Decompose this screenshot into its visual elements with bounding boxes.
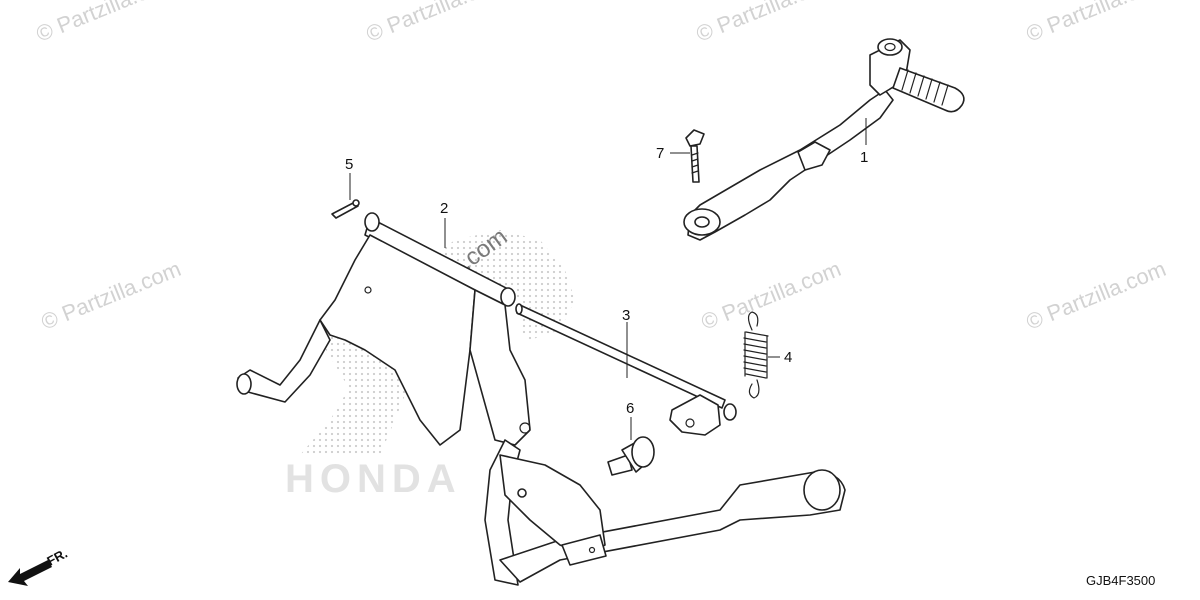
rubber-stopper xyxy=(607,436,655,476)
watermark: © Partzilla.com xyxy=(698,256,845,335)
bolt xyxy=(685,129,705,183)
main-stand xyxy=(236,212,846,586)
watermark: © Partzilla.com xyxy=(363,0,510,47)
callout-4: 4 xyxy=(784,349,792,366)
front-arrow-icon xyxy=(8,560,52,586)
callout-1: 1 xyxy=(860,149,868,166)
watermark: © Partzilla.com xyxy=(1023,0,1170,47)
stand-spring xyxy=(743,311,769,399)
callout-3: 3 xyxy=(622,307,630,324)
callout-6: 6 xyxy=(626,400,634,417)
cotter-pin xyxy=(331,199,360,219)
callout-2: 2 xyxy=(440,200,448,217)
watermark: © Partzilla.com xyxy=(693,0,840,47)
callout-5: 5 xyxy=(345,156,353,173)
honda-logo-text: HONDA xyxy=(285,457,462,501)
callout-7: 7 xyxy=(656,145,664,162)
svg-text:HONDA: HONDA xyxy=(285,457,462,501)
watermark: © Partzilla.com xyxy=(38,256,185,335)
diagram-code: GJB4F3500 xyxy=(1086,573,1155,588)
watermark: © Partzilla.com xyxy=(1023,256,1170,335)
front-indicator: FR. xyxy=(8,546,70,586)
leader-lines xyxy=(349,118,867,440)
watermark: © Partzilla.com xyxy=(33,0,180,47)
pivot-shaft xyxy=(515,303,737,436)
callout-labels: 1 2 3 4 5 6 7 xyxy=(345,145,868,417)
watermarks: © Partzilla.com © Partzilla.com © Partzi… xyxy=(33,0,1170,340)
kick-starter-arm xyxy=(683,38,965,241)
